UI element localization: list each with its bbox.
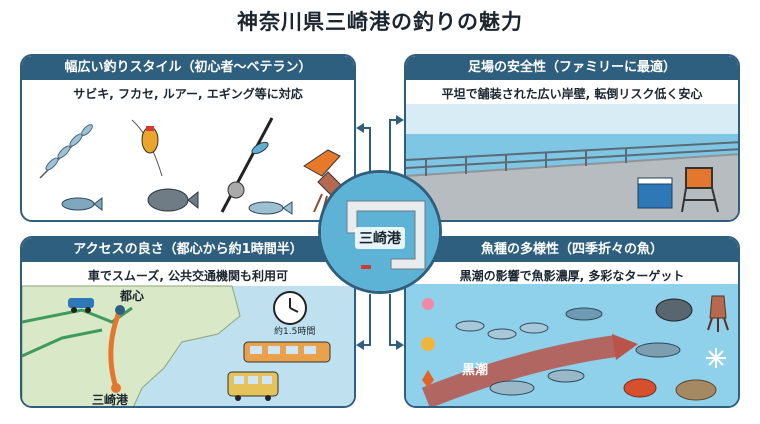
port-marker: [111, 383, 121, 393]
page-title: 神奈川県三崎港の釣りの魅力: [237, 10, 523, 34]
panel-heading: 幅広い釣りスタイル（初心者〜ベテラン）: [22, 56, 354, 80]
panel-fishing-styles: 幅広い釣りスタイル（初心者〜ベテラン） サビキ, フカセ, ルアー, エギング等…: [20, 54, 356, 222]
fish-bream-icon: [655, 298, 693, 322]
guard-rail: [406, 141, 738, 176]
panel-subtitle: 黒潮の影響で魚影濃厚, 多彩なターゲット: [459, 269, 685, 283]
panel-subtitle: 平坦で舗装された広い岸壁, 転倒リスク低く安心: [441, 87, 703, 101]
current-label: 黒潮: [462, 362, 488, 378]
route-line: [108, 309, 123, 389]
snowflake-icon: [706, 348, 726, 368]
bus-icon: [227, 371, 279, 401]
float-icon: [131, 119, 163, 177]
maple-leaf-icon: [422, 370, 434, 388]
panel-heading: 魚種の多様性（四季折々の魚）: [406, 238, 738, 262]
fish-horse-mackerel-icon: [455, 320, 549, 340]
port-label: 三崎港: [92, 392, 129, 407]
cooler-icon: [637, 177, 673, 209]
train-icon: [243, 341, 331, 363]
panel-heading: 足場の安全性（ファミリーに最適）: [406, 56, 738, 80]
sakura-icon: [422, 298, 434, 310]
panel-subtitle: サビキ, フカセ, ルアー, エギング等に対応: [73, 87, 303, 101]
access-map: 都心 三崎港 約1.5時間: [22, 285, 354, 407]
chair-icon: [681, 167, 719, 213]
center-port-badge: 三崎港: [318, 170, 442, 294]
fish-tuna-icon: [635, 342, 681, 358]
car-icon: [68, 298, 94, 313]
undersea-illustration: 黒潮: [406, 284, 738, 406]
panel-subtitle: 車でスムーズ, 公共交通機関も利用可: [87, 269, 289, 283]
egi-lure-icon: [303, 149, 341, 177]
map-land: [22, 285, 241, 406]
pier-illustration: [406, 104, 738, 220]
arrow-to-species: [389, 294, 402, 346]
panel-heading: アクセスの良さ（都心から約1時間半）: [22, 238, 354, 262]
city-label: 都心: [119, 288, 144, 303]
squid-icon: [707, 295, 729, 332]
center-label: 三崎港: [355, 227, 405, 249]
highway-lines: [22, 306, 133, 358]
current-band: [421, 335, 618, 406]
panel-safety: 足場の安全性（ファミリーに最適） 平坦で舗装された広い岸壁, 転倒リスク低く安心: [404, 54, 740, 222]
clock-icon: [273, 291, 307, 325]
sabiki-rig-icon: [39, 124, 93, 179]
clock-label: 約1.5時間: [274, 325, 315, 337]
fishing-gear-illustration: [39, 117, 345, 217]
panel-access: アクセスの良さ（都心から約1時間半） 車でスムーズ, 公共交通機関も利用可: [20, 236, 356, 408]
fish-horse-mackerel-icon: [248, 201, 293, 215]
rod-reel-icon: [220, 117, 274, 213]
city-marker: [115, 305, 125, 315]
fish-flounder-icon: [675, 379, 717, 401]
panel-species: 魚種の多様性（四季折々の魚） 黒潮の影響で魚影濃厚, 多彩なターゲット 黒潮: [404, 236, 740, 408]
fish-mackerel-icon: [61, 197, 103, 211]
sun-icon: [421, 337, 435, 351]
fish-mackerel-icon: [565, 307, 603, 321]
fish-rockfish-icon: [623, 378, 657, 398]
arrow-to-access: [362, 294, 371, 346]
fish-bream-icon: [147, 188, 199, 212]
fish-yellowtail-icon: [489, 369, 585, 396]
